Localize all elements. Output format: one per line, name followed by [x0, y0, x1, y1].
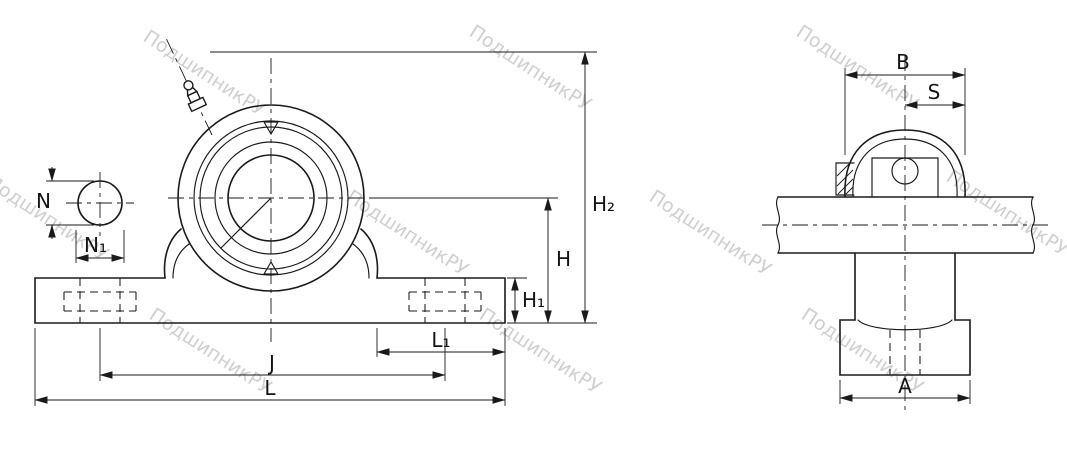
watermark-text: ПодшипникРУ	[475, 304, 605, 399]
top-lube-groove	[262, 121, 280, 136]
dimension-H2: H₂	[210, 51, 615, 324]
dimension-B: B	[844, 50, 966, 155]
hatch-line	[836, 163, 850, 177]
dim-label-H1: H₁	[522, 288, 545, 312]
housing-left-rib	[172, 243, 190, 279]
dim-label-J: J	[267, 351, 275, 375]
bearing-outer-ring-inner	[199, 126, 343, 270]
dim-label-N1: N₁	[84, 233, 107, 257]
base-outline	[34, 277, 506, 324]
dim-label-B: B	[896, 50, 910, 74]
dimension-H: H	[370, 197, 571, 324]
dim-label-N: N	[36, 189, 51, 213]
housing-bore-line	[852, 138, 958, 198]
dimension-L1: L₁	[376, 328, 506, 357]
dimension-H1: H₁	[507, 277, 545, 324]
bearing-outer-ring-outer	[193, 120, 349, 276]
bearing-housing-side	[835, 129, 966, 321]
housing-outer-circle	[177, 104, 365, 292]
bearing-inner-ring	[214, 141, 328, 255]
watermark-text: ПодшипникРУ	[465, 21, 595, 116]
locking-collar	[835, 162, 855, 196]
side-view: B S A	[762, 50, 1048, 410]
bore-section-line	[220, 197, 272, 249]
watermark-text: ПодшипникРУ	[645, 186, 775, 281]
dimension-N1: N₁	[75, 230, 125, 263]
dim-label-L1: L₁	[431, 328, 450, 352]
dim-label-H2: H₂	[592, 192, 615, 216]
dimension-A: A	[839, 374, 971, 404]
dim-label-A: A	[898, 374, 912, 398]
watermark-text: ПодшипникРУ	[145, 304, 275, 399]
bore-circle	[227, 154, 315, 242]
dim-label-S: S	[928, 80, 941, 104]
dimension-L: L	[34, 328, 506, 406]
hatch-line	[837, 178, 854, 195]
base-front	[34, 277, 506, 324]
shaft-break-right	[1031, 196, 1035, 254]
watermark-text: ПодшипникРУ	[342, 186, 472, 281]
watermark-text: ПодшипникРУ	[942, 166, 1067, 261]
dimension-J: J	[99, 328, 446, 381]
grease-fitting-ball	[183, 80, 194, 91]
front-view: N N₁ H₂ H H₁	[34, 35, 615, 406]
collar-outline	[835, 162, 855, 196]
centerlines-side	[762, 55, 1048, 410]
base-side	[839, 319, 971, 376]
grease-fitting	[183, 80, 208, 113]
housing-right-rib	[352, 243, 370, 279]
shaft	[776, 196, 1035, 254]
dimension-N: N	[36, 167, 94, 239]
base-recess-arc	[857, 319, 953, 331]
hatch-line	[845, 186, 854, 195]
housing-right-flare	[360, 228, 379, 279]
bottom-lube-groove	[262, 260, 280, 275]
housing-left-flare	[163, 228, 182, 279]
dim-label-L: L	[264, 376, 276, 400]
bolt-hole-detail-circle	[77, 180, 123, 226]
watermark-layer: ПодшипникРУ ПодшипникРУ ПодшипникРУ Подш…	[0, 21, 1067, 399]
mounting-slots	[63, 278, 482, 323]
base-outline-side	[839, 319, 971, 376]
shaft-break-left	[776, 196, 780, 254]
dim-label-H: H	[556, 247, 571, 271]
hatch-line	[836, 169, 854, 187]
dimension-S: S	[904, 80, 966, 109]
bearing-housing-front	[163, 104, 379, 292]
